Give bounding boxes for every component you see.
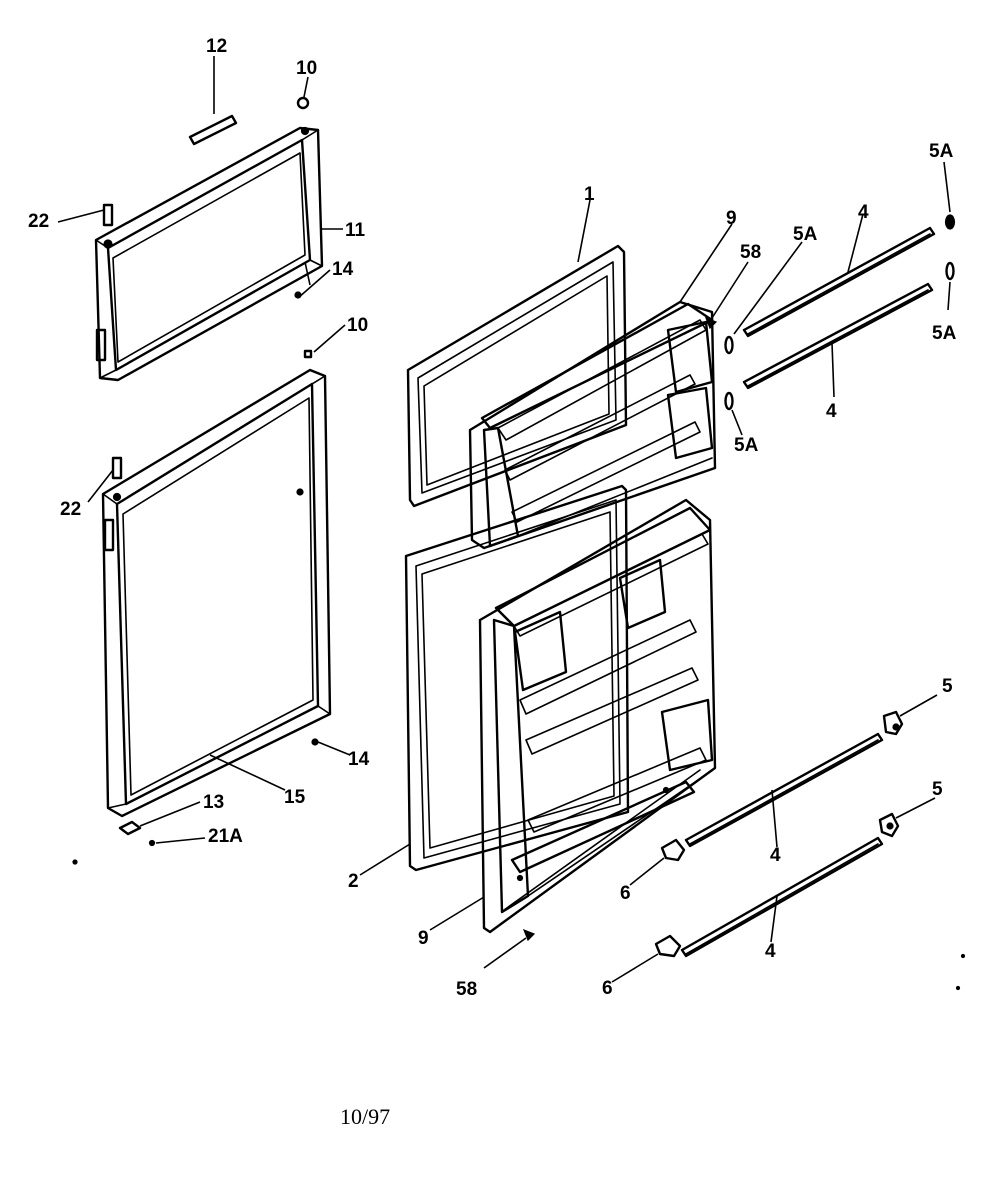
lower-door-gasket — [404, 484, 630, 872]
callout-5a: 5A — [734, 435, 759, 456]
screw-lower — [311, 738, 319, 746]
callout-10: 10 — [347, 315, 368, 336]
callout-5a: 5A — [929, 141, 954, 162]
callout-9: 9 — [726, 208, 737, 229]
lower-shelf-rail-2 — [680, 836, 884, 958]
callout-1: 1 — [584, 184, 595, 205]
door-stop — [118, 820, 142, 836]
callout-6: 6 — [602, 978, 613, 999]
callout-6: 6 — [620, 883, 631, 904]
stray-mark — [955, 985, 961, 991]
callout-11: 11 — [345, 220, 366, 241]
upper-shelf-rail-2 — [742, 282, 934, 390]
callout-21a: 21A — [208, 826, 243, 847]
liner-screw-upper — [704, 316, 718, 330]
callout-2: 2 — [348, 871, 359, 892]
callout-22: 22 — [60, 499, 81, 520]
callout-4: 4 — [770, 845, 781, 866]
hinge-pin-lower — [111, 456, 123, 480]
callout-4: 4 — [765, 941, 776, 962]
stray-mark — [960, 953, 966, 959]
callout-13: 13 — [203, 792, 224, 813]
lower-shelf-rail-1 — [684, 732, 884, 848]
callout-10: 10 — [296, 58, 317, 79]
end-cap-6-2 — [654, 934, 682, 958]
callout-5a: 5A — [793, 224, 818, 245]
upper-door-gasket — [406, 244, 628, 508]
callout-3: 9 — [418, 928, 429, 949]
callout-58: 58 — [456, 979, 477, 1000]
callout-5: 5 — [942, 676, 953, 697]
callout-4: 4 — [858, 202, 869, 223]
end-cap-5-1 — [882, 710, 904, 736]
liner-screw-lower — [522, 928, 536, 942]
freezer-door-frame — [94, 126, 324, 382]
stray-mark — [72, 859, 78, 865]
callout-5a: 5A — [932, 323, 957, 344]
callout-15: 15 — [284, 787, 306, 808]
callout-14: 14 — [348, 749, 370, 770]
leader-lines — [57, 56, 951, 983]
door-badge — [188, 114, 238, 146]
callout-22: 22 — [28, 211, 49, 232]
end-cap-5-2 — [878, 812, 900, 838]
cap-upper — [296, 96, 310, 110]
hinge-pin-upper — [102, 203, 114, 227]
callout-5: 5 — [932, 779, 943, 800]
end-cap-5a-2 — [944, 214, 956, 230]
callout-14: 14 — [332, 259, 354, 280]
upper-shelf-rail-1 — [742, 226, 936, 338]
callout-12: 12 — [206, 36, 227, 57]
end-cap-5a-3 — [945, 261, 955, 281]
cap-lower — [303, 349, 313, 359]
date-code: 10/97 — [340, 1104, 390, 1129]
end-cap-5a-4 — [724, 391, 734, 411]
end-cap-5a-1 — [724, 335, 734, 355]
screw-small — [148, 839, 156, 847]
end-cap-6-1 — [660, 838, 686, 862]
callout-58: 58 — [740, 242, 761, 263]
fresh-food-door-frame — [101, 368, 332, 818]
callout-4: 4 — [826, 401, 837, 422]
upper-door-liner — [468, 300, 717, 550]
lower-door-liner — [478, 498, 717, 934]
